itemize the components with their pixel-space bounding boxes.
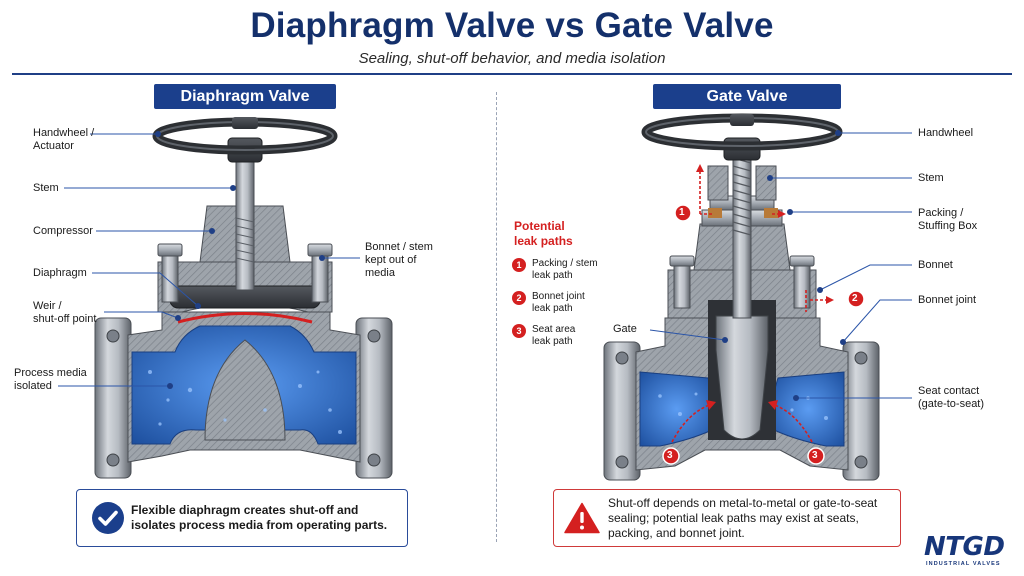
callout-bonnet-stem: Bonnet / stem kept out of media [365,241,433,279]
diaphragm-leader-lines [58,133,360,387]
diaphragm-note-box: Flexible diaphragm creates shut-off and … [76,489,408,547]
callout-bonnet: Bonnet [918,259,953,271]
leak-marker-2: 2 [852,293,858,304]
page-subtitle: Sealing, shut-off behavior, and media is… [358,50,666,67]
logo-wordmark: NTGD [924,532,1005,562]
leak-number-badge: 2 [512,291,526,305]
gate-leader-lines [649,132,912,399]
callout-seat-contact: Seat contact (gate-to-seat) [918,385,985,410]
gate-leader-dots [722,130,846,401]
callout-gate-stem: Stem [918,172,944,184]
callout-diaphragm: Diaphragm [33,267,87,279]
callout-compressor: Compressor [33,225,93,237]
leak-marker-3-left: 3 [667,450,673,461]
leak-marker-3-right: 3 [812,450,818,461]
warning-triangle-icon [564,502,600,534]
leak-number-badge: 3 [512,324,526,338]
gate-valve-drawing [603,113,880,481]
leak-marker-1: 1 [679,207,685,218]
callout-process-media: Process media isolated [14,367,87,392]
diaphragm-valve-drawing [94,117,393,479]
gate-note-text: Shut-off depends on metal-to-metal or ga… [608,495,878,540]
diaphragm-note-text: Flexible diaphragm creates shut-off and … [131,503,388,532]
gate-note-box: Shut-off depends on metal-to-metal or ga… [553,489,901,547]
logo-tagline: INDUSTRIAL VALVES [926,561,1001,567]
callout-gate: Gate [613,323,637,335]
gate-valve-heading: Gate Valve [653,84,841,109]
callout-bonnet-joint: Bonnet joint [918,294,977,306]
diaphragm-valve-heading: Diaphragm Valve [154,84,336,109]
callout-weir: Weir / shut-off point [33,300,97,325]
ntgd-logo: NTGD INDUSTRIAL VALVES [924,532,1016,572]
callout-gate-handwheel: Handwheel [918,127,974,139]
title-divider [12,73,1012,75]
callout-packing: Packing / Stuffing Box [918,207,978,232]
check-circle-icon [92,502,124,534]
leak-number-badge: 1 [512,258,526,272]
center-divider [496,92,497,542]
callout-handwheel-actuator: Handwheel / Actuator [33,127,95,152]
page-title: Diaphragm Valve vs Gate Valve [250,6,774,45]
leak-paths-title: Potential leak paths [514,219,573,248]
diaphragm-leader-dots [155,131,325,389]
callout-stem: Stem [33,182,59,194]
